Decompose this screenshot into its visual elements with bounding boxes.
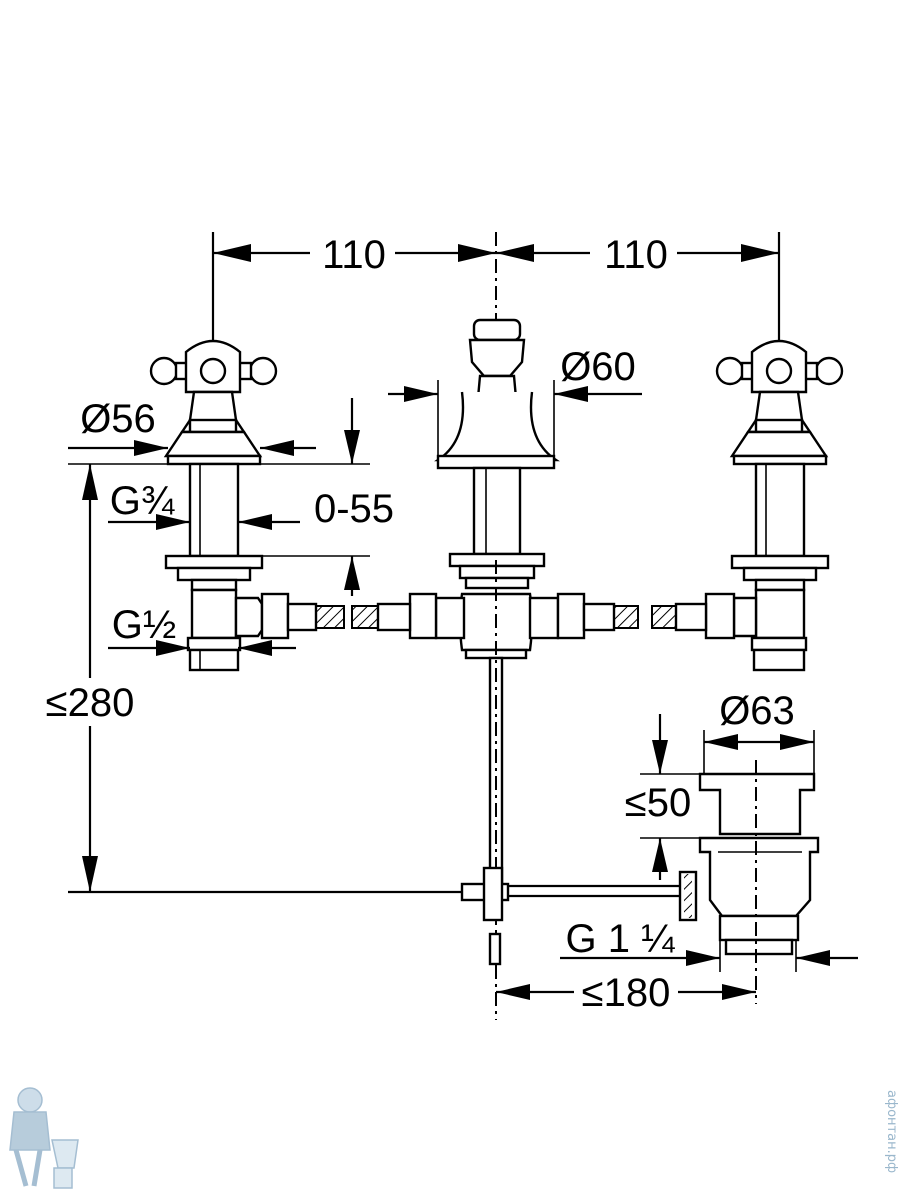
right-handle-valve bbox=[651, 339, 844, 672]
spout-diameter-dimension: Ø60 bbox=[388, 345, 642, 456]
left-spacing-label: 110 bbox=[322, 233, 386, 277]
drain-offset-dimension: ≤180 bbox=[496, 971, 756, 1015]
watermark-text: афонтан.рф bbox=[884, 1090, 899, 1173]
adjust-range-dimension: 0-55 bbox=[68, 398, 394, 596]
spacing-dimension: 110 110 bbox=[211, 232, 781, 340]
drain-offset-label: ≤180 bbox=[582, 971, 671, 1015]
spout-diameter-label: Ø60 bbox=[560, 345, 636, 389]
connection-thread-dimension: G½ bbox=[108, 603, 296, 656]
inlet-thread-label: G¾ bbox=[110, 479, 175, 523]
max-height-label: ≤280 bbox=[46, 681, 135, 725]
inlet-thread-dimension: G¾ bbox=[108, 479, 190, 530]
handle-base-diameter-dimension: Ø56 bbox=[68, 397, 316, 456]
adjust-range-label: 0-55 bbox=[314, 487, 394, 531]
drain-diameter-dimension: Ø63 bbox=[703, 689, 815, 774]
right-spacing-label: 110 bbox=[604, 233, 668, 277]
drain-thread-label: G 1 ¼ bbox=[566, 917, 676, 961]
drain-height-dimension: ≤50 bbox=[625, 714, 700, 880]
popup-waste bbox=[460, 760, 820, 1004]
connection-thread-label: G½ bbox=[112, 603, 176, 647]
max-height-dimension: ≤280 bbox=[46, 464, 470, 894]
drain-thread-dimension: G 1 ¼ bbox=[560, 917, 858, 972]
left-handle-valve bbox=[149, 339, 345, 672]
handle-base-diameter-label: Ø56 bbox=[80, 397, 156, 441]
plumber-mascot-logo bbox=[9, 1087, 79, 1189]
drain-diameter-label: Ø63 bbox=[719, 689, 795, 733]
drain-height-label: ≤50 bbox=[625, 781, 691, 825]
